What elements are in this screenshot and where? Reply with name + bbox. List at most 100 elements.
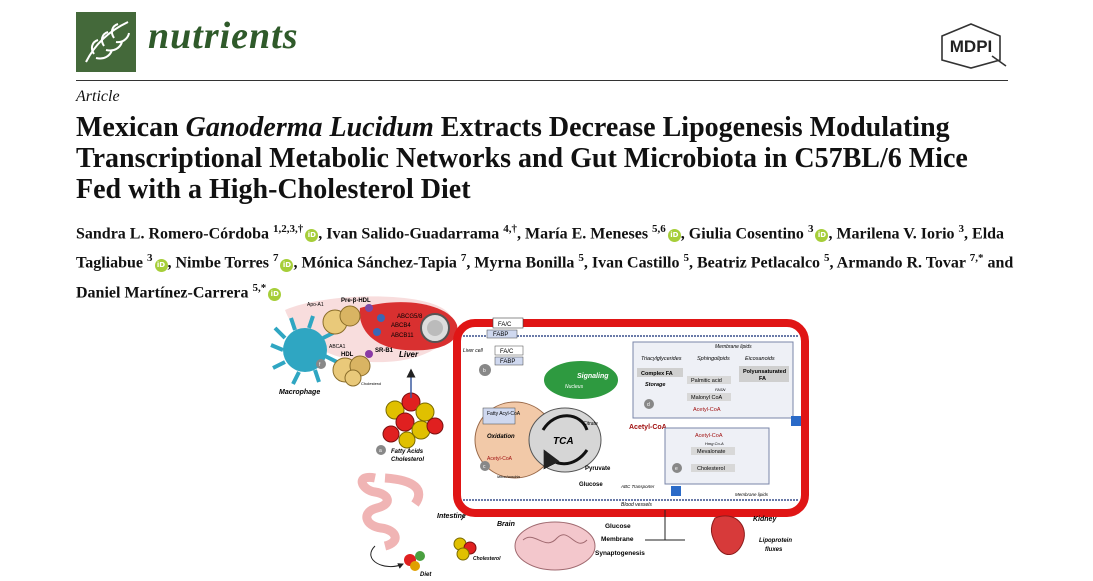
author-affiliation[interactable]: 5,6 bbox=[652, 223, 666, 235]
label-liver-cell: Liver cell bbox=[463, 348, 484, 354]
label-malonyl: Malonyl CoA bbox=[691, 395, 723, 401]
author-affiliation[interactable]: 3 bbox=[958, 223, 965, 235]
brain-folds-icon bbox=[522, 534, 588, 544]
label-polyunsat-1: Polyunsaturated bbox=[743, 369, 786, 375]
step-marker-a bbox=[376, 445, 386, 455]
publisher-logo[interactable]: MDPI bbox=[934, 22, 1008, 70]
fac2-box bbox=[494, 345, 524, 356]
label-complex-fa: Complex FA bbox=[641, 371, 673, 377]
label-intestine: Intestine bbox=[437, 513, 466, 520]
author-name[interactable]: Beatriz Petlacalco bbox=[697, 254, 821, 272]
label-membrane-brain: Membrane bbox=[601, 536, 634, 543]
label-cholesterol-diet: Cholesterol bbox=[473, 556, 501, 562]
author-name[interactable]: Marilena V. Iorio bbox=[836, 225, 955, 243]
label-macrophage: Macrophage bbox=[279, 389, 320, 396]
label-palmitic: Palmitic acid bbox=[691, 378, 722, 384]
label-cholesterol-small: Cholesterol bbox=[361, 381, 381, 386]
author-affiliation[interactable]: 4,† bbox=[503, 223, 517, 235]
author-affiliation[interactable]: 7 bbox=[272, 252, 279, 265]
label-fatty-acids: Fatty Acids bbox=[391, 449, 424, 455]
label-citrate: Citrate bbox=[583, 421, 598, 427]
fatty-acids-cluster-icon bbox=[382, 392, 444, 449]
author-name[interactable]: Sandra L. Romero-Córdoba bbox=[76, 225, 270, 243]
orcid-icon[interactable]: iD bbox=[280, 258, 294, 272]
title-part: Mexican bbox=[76, 112, 186, 143]
author-name[interactable]: Myrna Bonilla bbox=[474, 254, 575, 272]
orcid-icon[interactable]: iD bbox=[268, 287, 282, 301]
author-name[interactable]: Ivan Salido-Guadarrama bbox=[326, 225, 500, 243]
label-apo-a1: Apo-A1 bbox=[307, 302, 324, 308]
macrophage-icon bbox=[270, 315, 338, 385]
author-name[interactable]: Nimbe Torres bbox=[175, 254, 269, 272]
fatty-acyl-box bbox=[482, 407, 516, 425]
label-fatty-acyl: Fatty Acyl-CoA bbox=[487, 411, 521, 417]
label-membrane-lipids-bottom: Membrane lipids bbox=[735, 492, 769, 497]
label-tca: TCA bbox=[553, 436, 574, 447]
author-name[interactable]: Elda Tagliabue bbox=[76, 225, 1005, 272]
label-hmg: Hmg Co-A bbox=[705, 441, 724, 446]
orcid-icon[interactable]: iD bbox=[667, 229, 681, 243]
step-label-e: e bbox=[675, 466, 678, 472]
label-oxidation: Oxidation bbox=[487, 434, 515, 440]
author-affiliation[interactable]: 7 bbox=[460, 252, 467, 265]
author-affiliation[interactable]: 5,* bbox=[252, 281, 267, 294]
author-name[interactable]: Ivan Castillo bbox=[591, 254, 680, 272]
label-fac2: FA/C bbox=[500, 349, 514, 355]
label-glucose-brain: Glucose bbox=[605, 523, 631, 530]
step-marker-e bbox=[672, 463, 682, 473]
author-affiliation[interactable]: 5 bbox=[683, 252, 690, 265]
author-affiliation[interactable]: 7,* bbox=[969, 252, 984, 265]
orcid-icon[interactable]: iD bbox=[815, 229, 829, 243]
author-affiliation[interactable]: 1,2,3,† bbox=[273, 223, 304, 235]
author-name[interactable]: Giulia Cosentino bbox=[688, 225, 804, 243]
leaf-logo-icon bbox=[85, 21, 130, 63]
author-name[interactable]: Daniel Martínez-Carrera bbox=[76, 283, 249, 301]
intestine-shape-2 bbox=[384, 473, 424, 507]
step-label-c: c bbox=[483, 464, 486, 470]
author-affiliation[interactable]: 3 bbox=[147, 252, 153, 265]
label-fasn: FASN bbox=[715, 387, 725, 392]
label-liver: Liver bbox=[399, 350, 419, 359]
vessel-lumen-icon bbox=[427, 320, 443, 336]
journal-name[interactable]: nutrients bbox=[148, 15, 299, 57]
complex-fa-box bbox=[637, 368, 683, 377]
label-blood-vessels: Blood vessels bbox=[621, 502, 652, 508]
author-list: Sandra L. Romero-Córdoba 1,2,3,†iD, Ivan… bbox=[76, 223, 1014, 301]
author-affiliation[interactable]: 5 bbox=[578, 252, 584, 265]
title-part: Extracts Decrease Lipogenesis Modulating… bbox=[76, 112, 968, 205]
brain-icon bbox=[514, 521, 596, 571]
author-affiliation[interactable]: 5 bbox=[824, 252, 830, 265]
step-marker-f bbox=[316, 359, 326, 369]
author-name[interactable]: Mónica Sánchez-Tapia bbox=[301, 254, 457, 272]
author-name[interactable]: María E. Meneses bbox=[524, 225, 649, 243]
label-abc-transporter: ABC Transporter bbox=[620, 484, 655, 489]
orcid-icon[interactable]: iD bbox=[305, 229, 319, 243]
label-abca1: ABCA1 bbox=[329, 344, 346, 350]
nucleus-shape bbox=[542, 359, 620, 401]
label-glucose: Glucose bbox=[579, 482, 603, 488]
label-acetyl-coa-box: Acetyl-CoA bbox=[693, 407, 721, 413]
cholesterol-diet-icon bbox=[453, 537, 477, 561]
mdpi-logo-icon: MDPI bbox=[941, 23, 1007, 69]
author-name[interactable]: Armando R. Tovar bbox=[836, 254, 966, 272]
malonyl-box bbox=[687, 393, 731, 401]
label-abcb11: ABCB11 bbox=[391, 333, 414, 339]
label-synaptogenesis: Synaptogenesis bbox=[595, 550, 645, 557]
lipoprotein-cluster-icon bbox=[322, 304, 385, 387]
author-affiliation[interactable]: 3 bbox=[807, 223, 814, 235]
label-sphingolipids: Sphingolipids bbox=[697, 356, 730, 362]
label-lipoprotein-1: Lipoprotein bbox=[759, 538, 792, 544]
step-label-f: f bbox=[319, 362, 321, 368]
label-triacylglycerides: Triacylglycerides bbox=[641, 356, 682, 362]
title-part-italic: Ganoderma Lucidum bbox=[185, 112, 434, 143]
label-membrane-lipids-top: Membrane lipids bbox=[715, 344, 752, 350]
tca-cycle-arrows bbox=[543, 414, 589, 464]
label-abcg5: ABCG5/8 bbox=[397, 314, 423, 320]
orcid-icon[interactable]: iD bbox=[154, 258, 168, 272]
journal-logo bbox=[76, 12, 136, 72]
step-marker-c bbox=[480, 461, 490, 471]
label-abcb4: ABCB4 bbox=[391, 323, 411, 329]
diet-icon bbox=[404, 551, 425, 571]
label-polyunsat-2: FA bbox=[759, 376, 766, 382]
cholesterol-e-box bbox=[691, 464, 735, 472]
